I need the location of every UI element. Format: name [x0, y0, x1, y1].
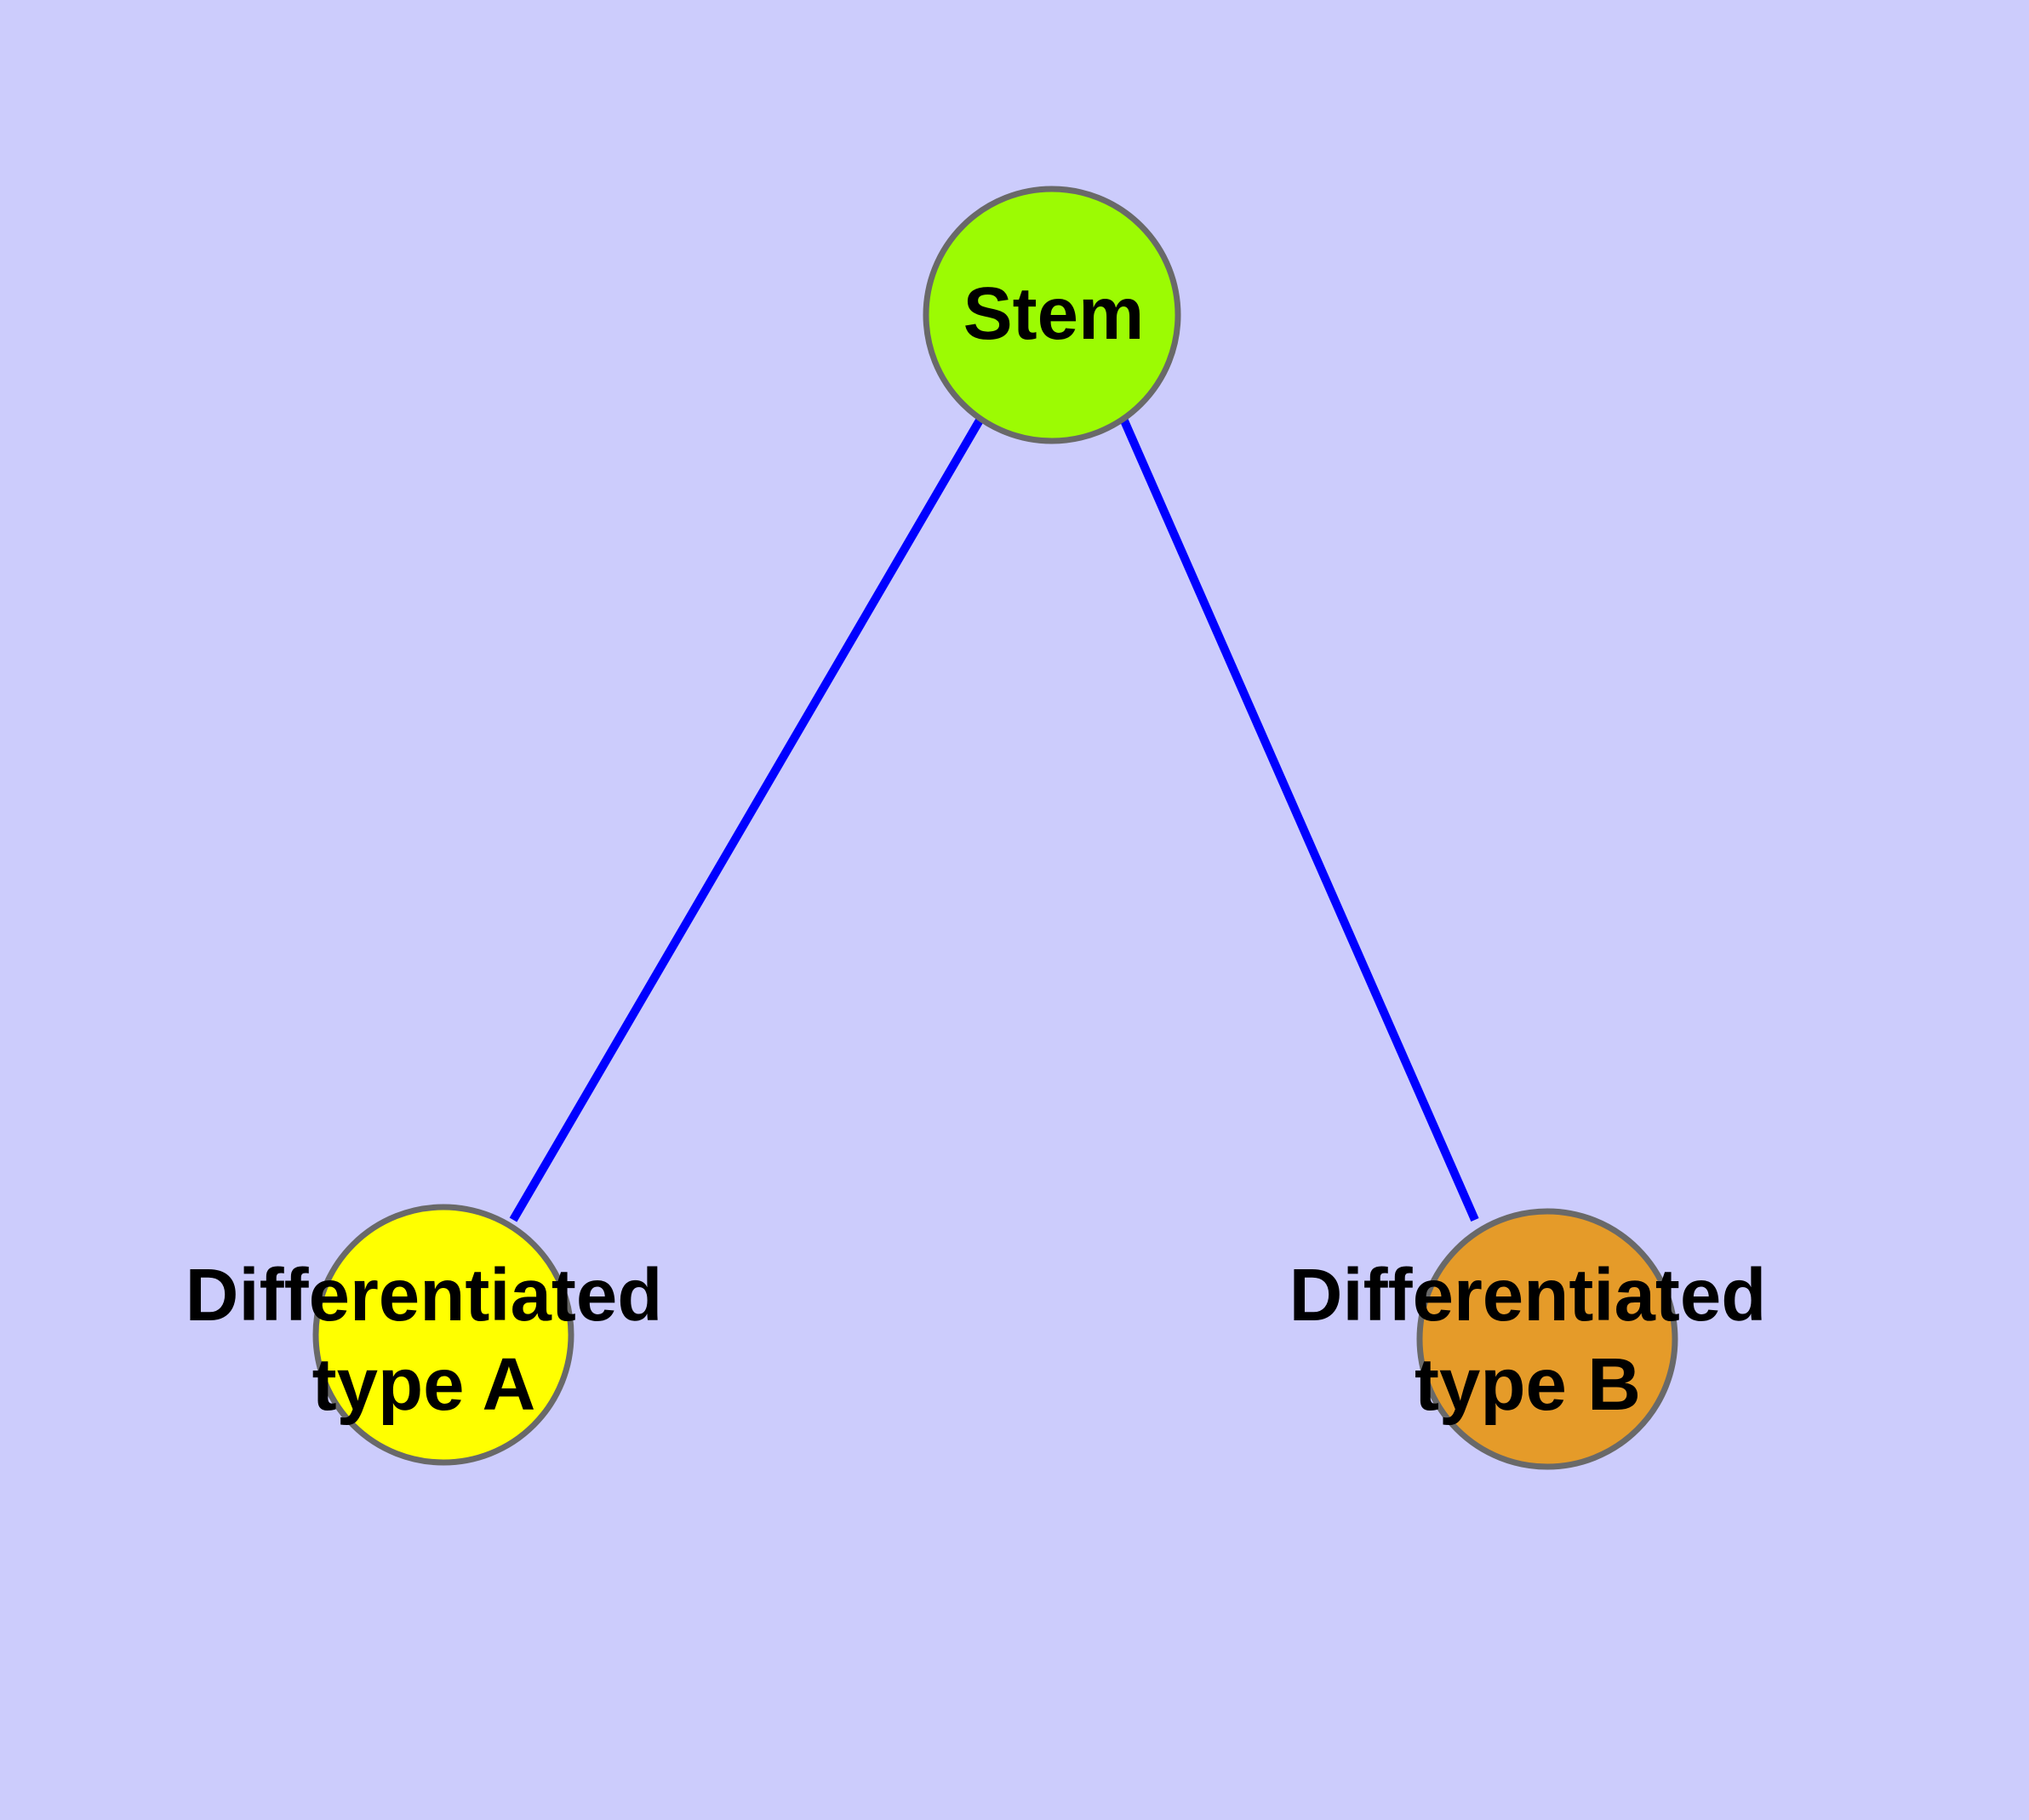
edge-stem-to-differentiated-type-b[interactable] [1119, 416, 1479, 1222]
stem-node-circle[interactable] [923, 186, 1181, 444]
node-stem[interactable] [923, 186, 1181, 444]
label-layer: Stem Differentiated type A Differentiate… [186, 272, 1767, 1426]
differentiated-type-a-node-circle[interactable] [312, 1204, 574, 1466]
node-differentiated-type-b[interactable] [1416, 1208, 1678, 1470]
stem-node-label-line-1: Stem [963, 272, 1145, 355]
differentiated-type-b-label-line-2: type B [1415, 1343, 1641, 1426]
edge-stem-to-differentiated-type-a[interactable] [509, 416, 985, 1222]
differentiated-type-a-label-line-1: Differentiated [186, 1254, 663, 1336]
node-differentiated-type-a[interactable] [312, 1204, 574, 1466]
differentiated-type-b-label-line-1: Differentiated [1289, 1254, 1767, 1336]
differentiated-type-a-label-line-2: type A [312, 1343, 536, 1426]
differentiated-type-b-node-circle[interactable] [1416, 1208, 1678, 1470]
node-layer [312, 186, 1678, 1470]
edge-layer [509, 416, 1479, 1222]
